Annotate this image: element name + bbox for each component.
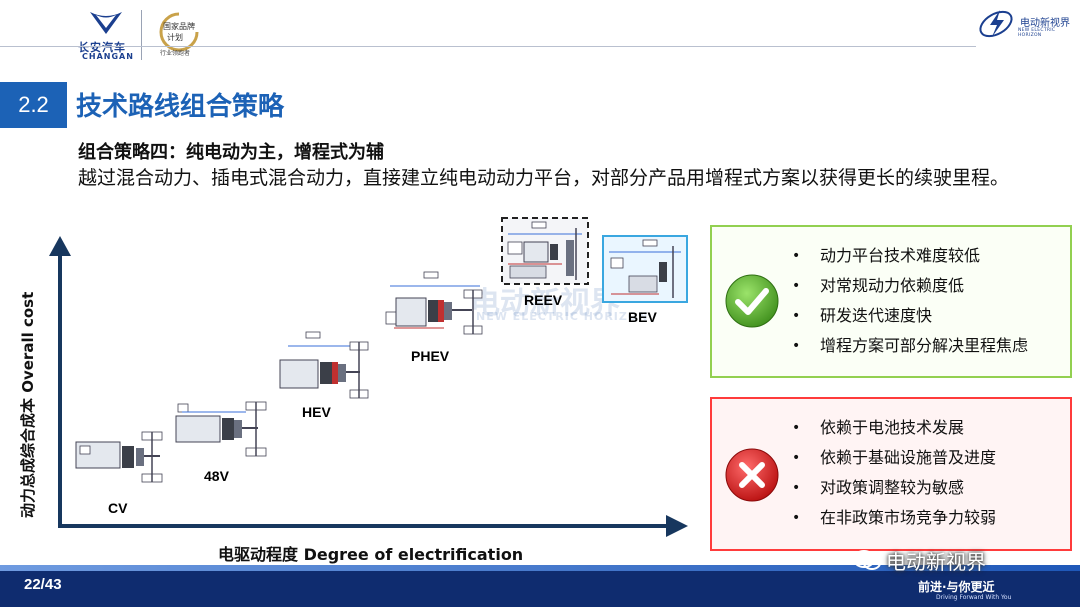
plan-badge-icon: 国家品牌 计划	[159, 12, 199, 52]
powertrain-diagram-cv	[75, 431, 163, 483]
powertrain-diagram-bev	[602, 235, 688, 303]
wechat-icon	[853, 550, 881, 570]
pros-panel: 动力平台技术难度较低 对常规动力依赖度低 研发迭代速度快 增程方案可部分解决里程…	[710, 225, 1072, 378]
powertrain-diagram-hev	[279, 331, 369, 399]
cons-panel: 依赖于电池技术发展 依赖于基础设施普及进度 对政策调整较为敏感 在非政策市场竞争…	[710, 397, 1072, 551]
plan-badge-line2: 计划	[167, 32, 183, 42]
y-axis-arrow	[49, 236, 71, 256]
cost-electrification-chart: CV 48V HEV PHEV REEV BEV	[49, 217, 688, 537]
strategy-description: 越过混合动力、插电式混合动力，直接建立纯电动动力平台，对部分产品用增程式方案以获…	[78, 167, 1010, 189]
cons-item: 依赖于电池技术发展	[790, 413, 996, 443]
plan-badge-line1: 国家品牌	[163, 21, 195, 31]
header-divider	[141, 10, 142, 60]
wechat-account-label: 电动新视界	[886, 550, 986, 574]
brand-cn: 电动新视界	[1020, 18, 1070, 29]
stage-label-hev: HEV	[302, 404, 331, 420]
pros-list: 动力平台技术难度较低 对常规动力依赖度低 研发迭代速度快 增程方案可部分解决里程…	[790, 241, 1028, 361]
plan-tagline: 行业领跑者	[160, 50, 191, 57]
footer-band	[0, 565, 1080, 573]
x-axis-arrow	[666, 515, 688, 537]
header-rule	[0, 46, 976, 47]
electric-horizon-logo-icon	[979, 10, 1013, 38]
cons-item: 在非政策市场竞争力较弱	[790, 503, 996, 533]
logo-cn: 长安汽车	[78, 41, 126, 54]
footer-slogan-en: Driving Forward With You	[936, 594, 1012, 601]
changan-logo-icon	[90, 12, 122, 34]
pros-item: 对常规动力依赖度低	[790, 271, 1028, 301]
cons-item: 对政策调整较为敏感	[790, 473, 996, 503]
brand-en: NEW ELECTRIC HORIZON	[1018, 28, 1056, 38]
section-number: 2.2	[0, 82, 67, 128]
stage-label-phev: PHEV	[411, 348, 450, 364]
pros-item: 动力平台技术难度较低	[790, 241, 1028, 271]
page-number: 22/43	[24, 576, 62, 593]
logo-en: CHANGAN	[82, 52, 134, 61]
stage-label-cv: CV	[108, 500, 128, 516]
stage-label-bev: BEV	[628, 309, 657, 325]
cons-item: 依赖于基础设施普及进度	[790, 443, 996, 473]
powertrain-diagram-reev	[501, 217, 589, 285]
strategy-heading: 组合策略四：纯电动为主，增程式为辅	[78, 142, 384, 163]
powertrain-diagram-phev	[385, 271, 483, 335]
stage-label-reev: REEV	[524, 292, 563, 308]
pros-item: 增程方案可部分解决里程焦虑	[790, 331, 1028, 361]
watermark-cn: 电动新视界	[470, 286, 620, 321]
pros-item: 研发迭代速度快	[790, 301, 1028, 331]
watermark-en: NEW ELECTRIC HORIZON	[476, 310, 649, 323]
y-axis-label: 动力总成综合成本 Overall cost	[19, 291, 37, 518]
cons-list: 依赖于电池技术发展 依赖于基础设施普及进度 对政策调整较为敏感 在非政策市场竞争…	[790, 413, 996, 533]
x-axis-label: 电驱动程度 Degree of electrification	[218, 545, 524, 564]
footer-bar	[0, 571, 1080, 607]
section-title: 技术路线组合策略	[76, 92, 285, 122]
powertrain-diagram-48v	[175, 401, 267, 457]
footer-slogan: 前进·与你更近	[918, 580, 995, 594]
check-icon	[725, 274, 779, 328]
stage-label-48v: 48V	[204, 468, 230, 484]
cross-icon	[725, 448, 779, 502]
